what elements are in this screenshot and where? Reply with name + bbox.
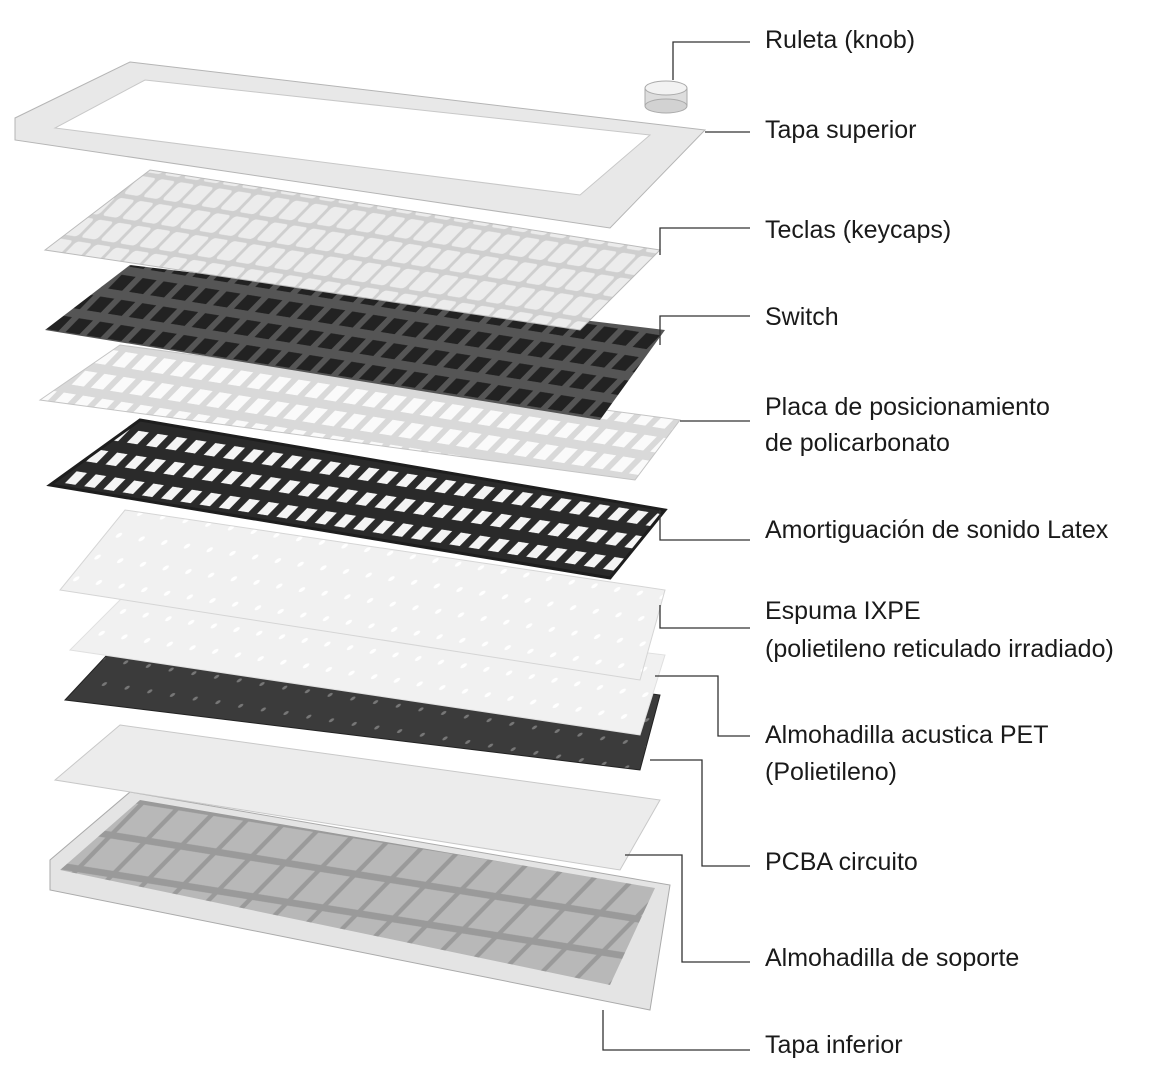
label-support: Almohadilla de soporte (765, 944, 1020, 972)
leader-ixpe (659, 605, 750, 629)
label-ixpe-line2: (polietileno reticulado irradiado) (765, 635, 1114, 663)
label-pcba: PCBA circuito (765, 848, 918, 876)
leader-switch (659, 315, 750, 345)
leader-bottom-case (602, 1010, 750, 1051)
leader-pcba (650, 759, 750, 867)
leader-latex (659, 510, 750, 541)
label-switch: Switch (765, 303, 839, 331)
ixpe-foam (59, 509, 666, 681)
support-pad (53, 724, 661, 871)
label-pet-line2: (Polietileno) (765, 758, 898, 786)
leader-knob (672, 41, 750, 80)
leader-support (625, 854, 750, 963)
label-ixpe-line1: Espuma IXPE (765, 597, 921, 625)
label-latex: Amortiguación de sonido Latex (765, 516, 1109, 544)
label-plate-line1: Placa de posicionamiento (765, 393, 1050, 421)
leader-pet (655, 675, 750, 737)
label-keycaps: Teclas (keycaps) (765, 216, 952, 244)
label-top-case: Tapa superior (765, 116, 917, 144)
leader-keycaps (659, 227, 750, 255)
label-pet-line1: Almohadilla acustica PET (765, 721, 1049, 749)
latex-damper (46, 418, 668, 580)
switches (45, 265, 665, 420)
knob (644, 80, 688, 114)
leader-lines (602, 41, 750, 1051)
top-case (14, 61, 707, 229)
label-bottom-case: Tapa inferior (765, 1031, 903, 1059)
label-knob: Ruleta (knob) (765, 26, 916, 54)
keycaps (43, 169, 662, 331)
label-plate-line2: de policarbonato (765, 429, 950, 457)
bottom-case (49, 791, 671, 1011)
